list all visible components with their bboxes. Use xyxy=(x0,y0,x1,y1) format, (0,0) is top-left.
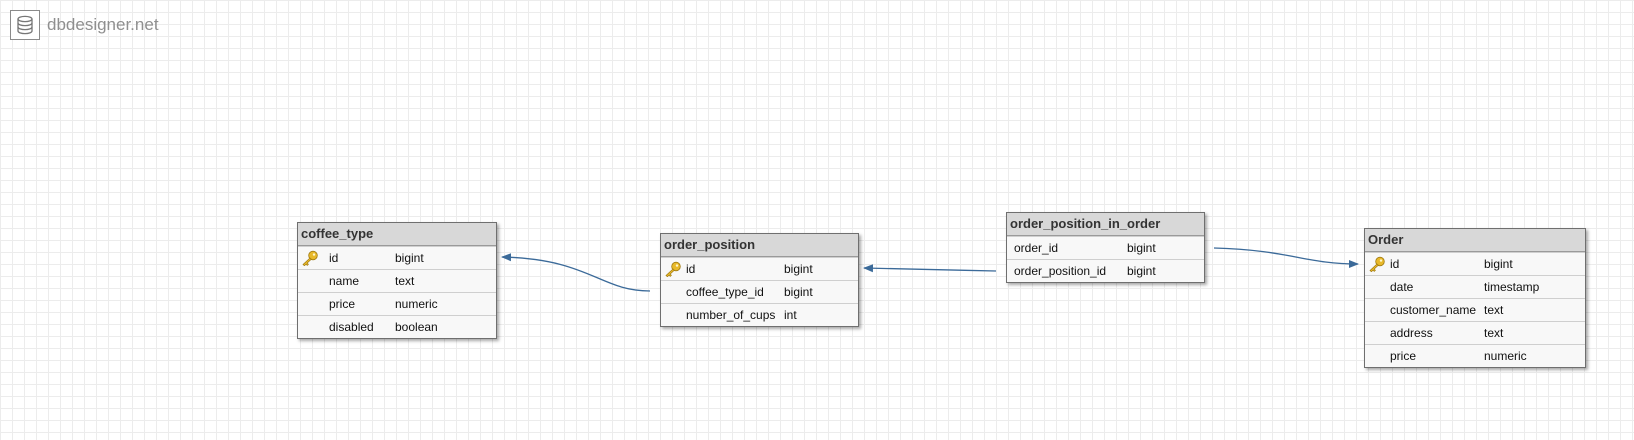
logo[interactable]: dbdesigner.net xyxy=(10,9,159,41)
table-order-position[interactable]: order_position id bigint coffee_type_id … xyxy=(660,233,859,327)
column-type: text xyxy=(395,274,415,288)
column-name: customer_name xyxy=(1390,303,1477,317)
table-row[interactable]: price numeric xyxy=(1365,344,1585,367)
column-type: bigint xyxy=(784,285,813,299)
column-type: boolean xyxy=(395,320,438,334)
column-name: order_position_id xyxy=(1014,264,1107,278)
column-type: numeric xyxy=(395,297,438,311)
table-row[interactable]: name text xyxy=(298,269,496,292)
table-title: order_position_in_order xyxy=(1007,213,1204,236)
column-name: id xyxy=(329,251,339,265)
column-name: order_id xyxy=(1014,241,1059,255)
table-row[interactable]: number_of_cups int xyxy=(661,303,858,326)
column-type: text xyxy=(1484,326,1504,340)
column-type: timestamp xyxy=(1484,280,1540,294)
link-order-position-to-coffee-type[interactable] xyxy=(501,253,651,292)
table-row[interactable]: price numeric xyxy=(298,292,496,315)
table-coffee-type[interactable]: coffee_type id bigint name text price nu… xyxy=(297,222,497,339)
column-name: id xyxy=(686,262,696,276)
table-order[interactable]: Order id bigint date timestamp customer_… xyxy=(1364,228,1586,368)
table-row[interactable]: disabled boolean xyxy=(298,315,496,338)
column-name: price xyxy=(329,297,356,311)
column-type: text xyxy=(1484,303,1504,317)
table-title: order_position xyxy=(661,234,858,257)
table-title: coffee_type xyxy=(298,223,496,246)
column-type: bigint xyxy=(1127,241,1156,255)
brand-name: dbdesigner.net xyxy=(47,15,159,34)
table-row[interactable]: id bigint xyxy=(1365,252,1585,275)
column-type: bigint xyxy=(1484,257,1513,271)
link-order-position-in-order-to-order[interactable] xyxy=(1213,247,1359,268)
column-name: name xyxy=(329,274,360,288)
column-type: numeric xyxy=(1484,349,1527,363)
key-icon xyxy=(1368,256,1386,279)
column-name: id xyxy=(1390,257,1400,271)
column-name: number_of_cups xyxy=(686,308,776,322)
table-row[interactable]: order_id bigint xyxy=(1007,236,1204,259)
table-order-position-in-order[interactable]: order_position_in_order order_id bigint … xyxy=(1006,212,1205,283)
column-type: bigint xyxy=(1127,264,1156,278)
table-row[interactable]: id bigint xyxy=(661,257,858,280)
table-row[interactable]: id bigint xyxy=(298,246,496,269)
table-title: Order xyxy=(1365,229,1585,252)
table-row[interactable]: customer_name text xyxy=(1365,298,1585,321)
database-icon xyxy=(10,10,40,40)
column-name: disabled xyxy=(329,320,374,334)
key-icon xyxy=(664,261,682,284)
column-type: bigint xyxy=(395,251,424,265)
column-type: bigint xyxy=(784,262,813,276)
table-row[interactable]: address text xyxy=(1365,321,1585,344)
column-name: coffee_type_id xyxy=(686,285,764,299)
table-row[interactable]: date timestamp xyxy=(1365,275,1585,298)
column-name: address xyxy=(1390,326,1433,340)
column-type: int xyxy=(784,308,797,322)
key-icon xyxy=(301,250,319,273)
column-name: price xyxy=(1390,349,1417,363)
column-name: date xyxy=(1390,280,1414,294)
table-row[interactable]: order_position_id bigint xyxy=(1007,259,1204,282)
link-order-position-in-order-to-order-position[interactable] xyxy=(863,264,997,273)
table-row[interactable]: coffee_type_id bigint xyxy=(661,280,858,303)
